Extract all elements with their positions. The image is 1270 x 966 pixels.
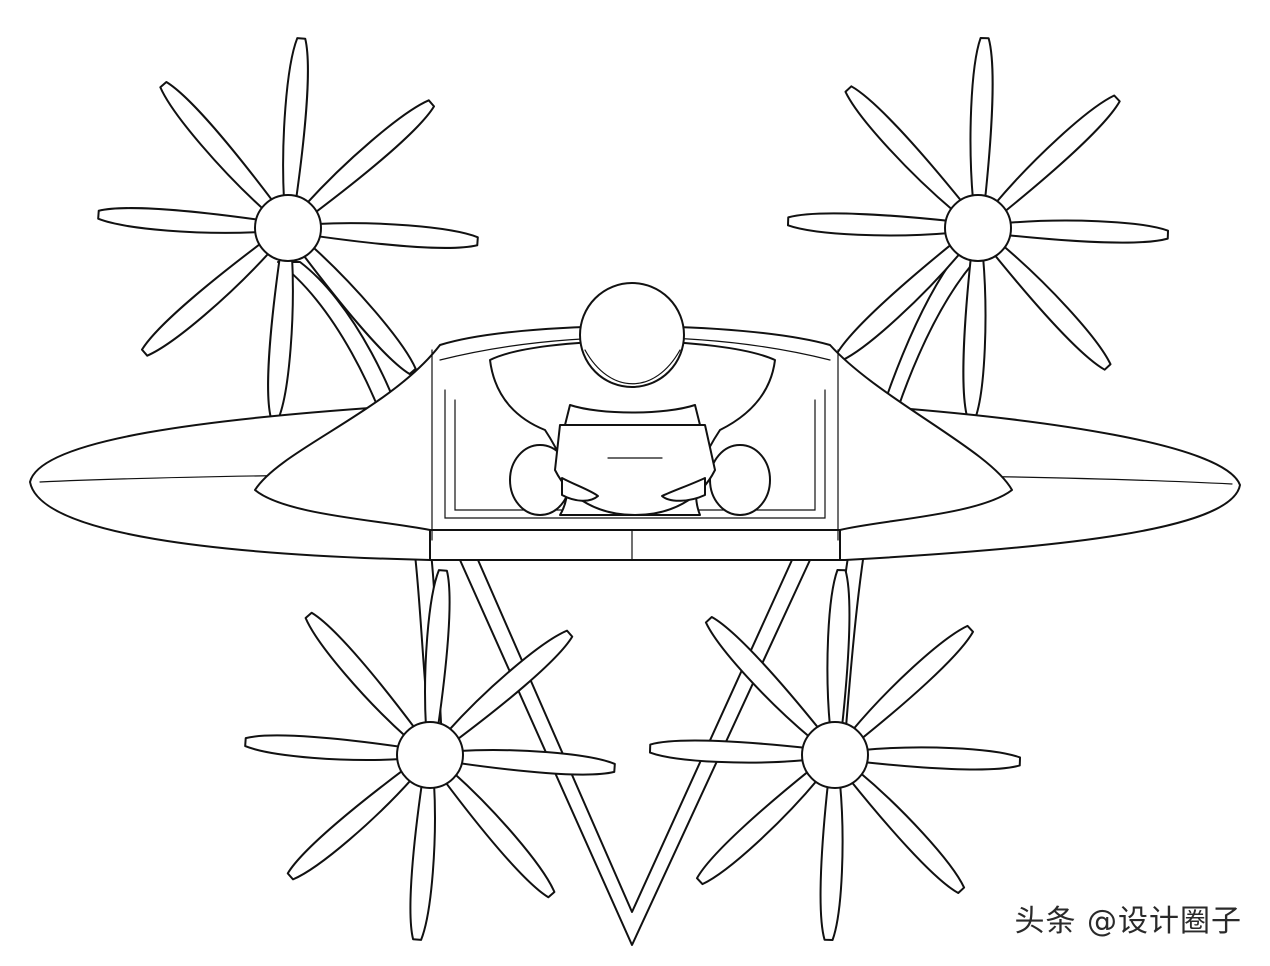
propeller-blade [969, 36, 994, 202]
propeller-blade [786, 212, 952, 237]
hub-top-left [254, 194, 322, 262]
propeller-blade [993, 94, 1121, 215]
propeller-blade [159, 80, 276, 212]
propeller-blade [267, 254, 294, 419]
propeller-blade [244, 734, 404, 761]
propeller-blade [850, 624, 975, 742]
propeller-top-left [97, 37, 479, 419]
propeller-blade [704, 615, 822, 740]
propeller-blade [826, 568, 851, 729]
propeller-blade [648, 739, 809, 764]
propeller-blade [304, 99, 436, 216]
propeller-hubs [254, 194, 1012, 789]
propeller-blade [97, 207, 262, 234]
propeller-blade [695, 768, 820, 886]
propeller-blade [991, 243, 1112, 371]
hub-top-right [944, 194, 1012, 262]
pilot-figure [489, 282, 776, 516]
propeller-blade [140, 240, 272, 357]
propeller-top-right [786, 36, 1170, 420]
propeller-blade [456, 749, 616, 776]
hub-bottom-left [396, 721, 464, 789]
propeller-blade [962, 254, 987, 420]
propeller-blade [861, 746, 1022, 771]
hub-bottom-right [801, 721, 869, 789]
propeller-blade [409, 781, 436, 941]
propeller-blade [446, 629, 574, 743]
propeller-bottom-left [244, 569, 616, 941]
watermark-text: 头条 @设计圈子 [1014, 904, 1242, 939]
propeller-blade [442, 771, 556, 899]
propeller-blade [282, 37, 309, 202]
propeller-blade [286, 767, 414, 881]
propeller-blade [819, 781, 844, 942]
propeller-blade [844, 85, 965, 213]
propeller-blade [300, 244, 417, 376]
propeller-blade [314, 222, 479, 249]
propeller-blade [424, 569, 451, 729]
propeller-blade [304, 611, 418, 739]
propeller-bottom-right [648, 568, 1022, 942]
propeller-blade [848, 770, 966, 895]
propeller-blade [1004, 219, 1170, 244]
